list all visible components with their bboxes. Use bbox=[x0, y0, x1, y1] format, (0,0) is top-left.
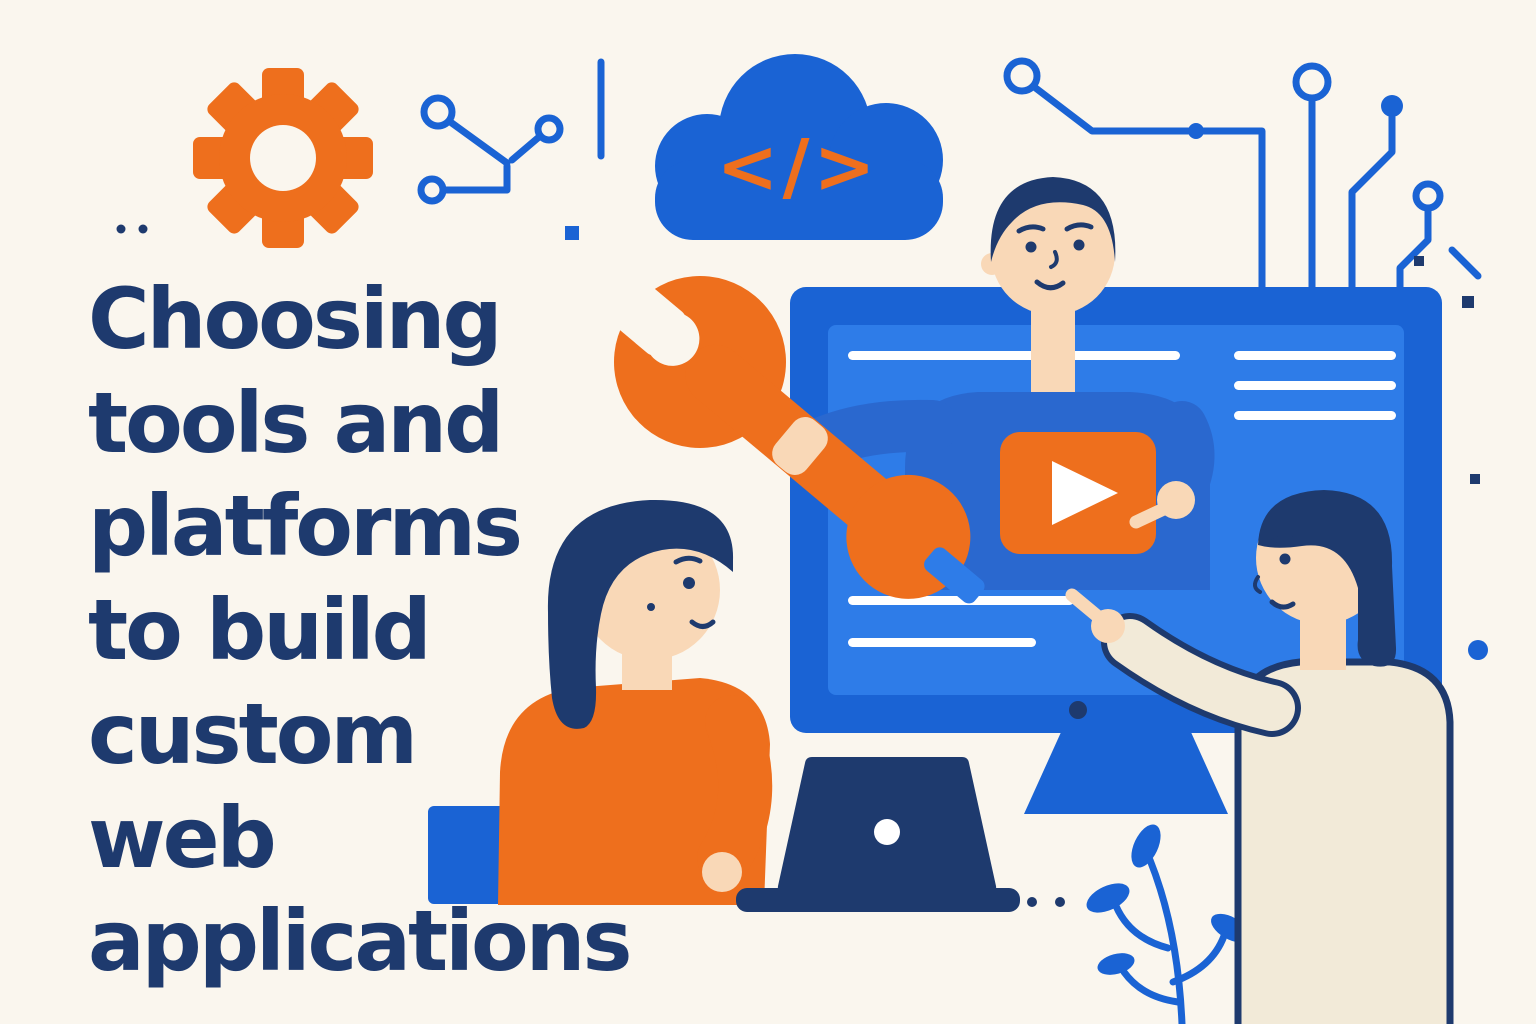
code-icon: </> bbox=[716, 124, 879, 210]
woman-left-face bbox=[647, 555, 716, 629]
woman-at-laptop bbox=[428, 499, 773, 905]
monitor-chin-dot bbox=[1069, 701, 1087, 719]
circuit-traces-right-icon bbox=[1003, 57, 1482, 292]
wrench-icon bbox=[556, 236, 985, 604]
woman-right-finger bbox=[1065, 588, 1109, 627]
woman-right-face bbox=[1253, 535, 1298, 610]
decorative-dots bbox=[1027, 256, 1488, 907]
earring bbox=[647, 603, 655, 611]
cloud-icon: </> bbox=[655, 54, 943, 240]
woman-right-hair bbox=[1258, 490, 1397, 667]
man-face bbox=[1016, 222, 1094, 291]
man-head bbox=[991, 191, 1115, 315]
woman-right-arm bbox=[1107, 619, 1295, 731]
plant bbox=[1086, 824, 1249, 1024]
woman-left-hair bbox=[547, 499, 734, 729]
man-left-hand-fingers bbox=[772, 417, 828, 475]
man-right-hand bbox=[1129, 481, 1195, 529]
man-hair bbox=[990, 177, 1116, 262]
page-title: Choosing tools and platforms to build cu… bbox=[88, 270, 632, 991]
gear-icon bbox=[193, 68, 373, 248]
monitor-stand bbox=[1024, 730, 1228, 814]
laptop bbox=[736, 757, 1020, 912]
woman-pointing bbox=[1065, 490, 1454, 1024]
laptop-base bbox=[736, 888, 1020, 912]
woman-left-hand bbox=[702, 852, 742, 892]
woman-left-arm bbox=[697, 695, 773, 885]
circuit-nodes-left-icon bbox=[417, 58, 605, 240]
dots-left bbox=[116, 224, 148, 234]
laptop-logo bbox=[874, 819, 900, 845]
play-button-icon bbox=[1000, 432, 1156, 554]
